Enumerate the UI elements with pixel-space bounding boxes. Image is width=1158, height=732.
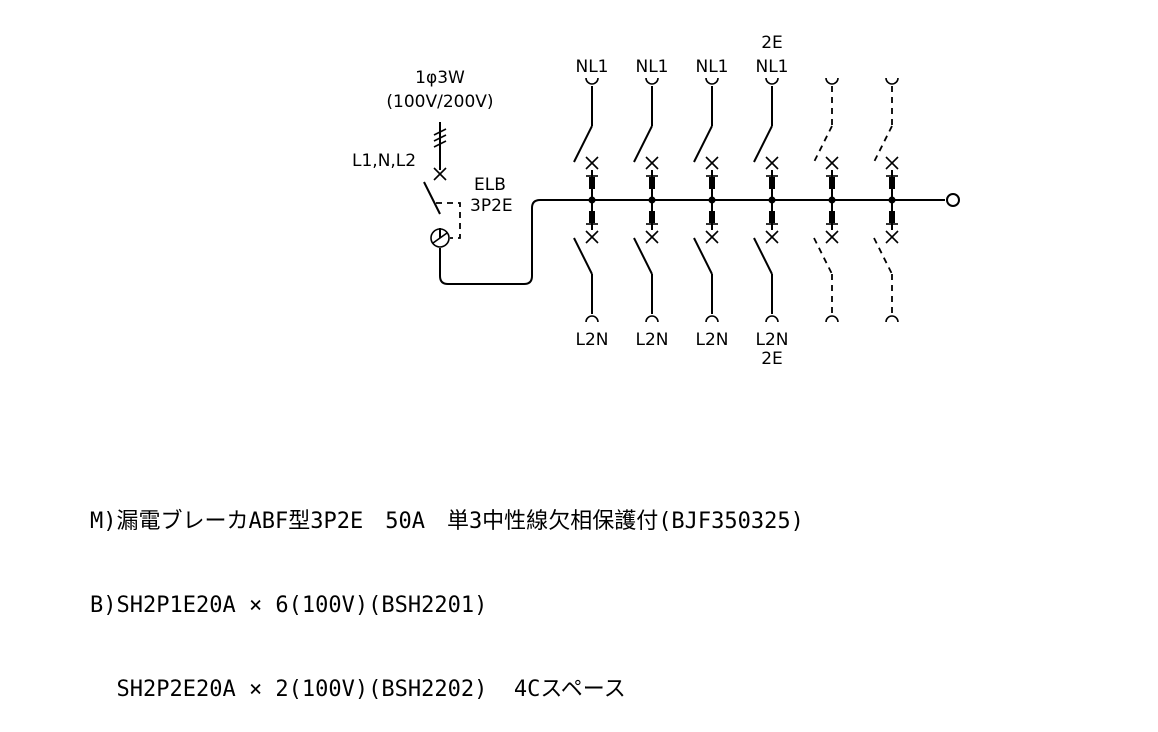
branch-breaker-5 bbox=[813, 77, 839, 323]
supply-type-label: 1φ3W bbox=[415, 68, 465, 88]
bottom-terminal-icon bbox=[705, 315, 719, 323]
note-branch-breakers-2p: SH2P2E20A × 2(100V)(BSH2202) 4Cスペース bbox=[90, 677, 626, 702]
bus-node bbox=[588, 196, 596, 204]
note-main-breaker: M)漏電ブレーカABF型3P2E 50A 単3中性線欠相保護付(BJF35032… bbox=[90, 509, 804, 534]
branch-bottom-label: L2N bbox=[755, 330, 788, 350]
top-terminal-icon bbox=[585, 77, 599, 85]
main-breaker-label: ELB bbox=[474, 175, 506, 195]
branch-bottom-label: L2N bbox=[635, 330, 668, 350]
top-terminal-icon bbox=[705, 77, 719, 85]
top-terminal-icon bbox=[825, 77, 839, 85]
branch-top-label: NL1 bbox=[695, 57, 728, 77]
bottom-terminal-icon bbox=[885, 315, 899, 323]
feeder-to-busbar bbox=[439, 199, 945, 285]
branch-breaker-6 bbox=[873, 77, 899, 323]
top-terminal-icon bbox=[885, 77, 899, 85]
supply-terminals-label: L1,N,L2 bbox=[352, 151, 416, 171]
bus-node bbox=[708, 196, 716, 204]
specification-notes: M)漏電ブレーカABF型3P2E 50A 単3中性線欠相保護付(BJF35032… bbox=[90, 452, 804, 732]
main-elb-symbol bbox=[423, 181, 461, 248]
branch-top-label: NL1 bbox=[755, 57, 788, 77]
branch-bottom-ground-label: 2E bbox=[761, 349, 783, 369]
incoming-feeder bbox=[433, 122, 447, 181]
branch-bottom-label: L2N bbox=[575, 330, 608, 350]
main-breaker-rating-label: 3P2E bbox=[470, 196, 513, 216]
bottom-terminal-icon bbox=[585, 315, 599, 323]
bus-node bbox=[888, 196, 896, 204]
bus-node bbox=[648, 196, 656, 204]
bottom-terminal-icon bbox=[645, 315, 659, 323]
note-branch-breakers-1p: B)SH2P1E20A × 6(100V)(BSH2201) bbox=[90, 593, 488, 618]
bus-node bbox=[828, 196, 836, 204]
branch-top-ground-label: 2E bbox=[761, 33, 783, 53]
single-line-diagram: 1φ3W (100V/200V) L1,N,L2 ELB 3P2E NL1L2N… bbox=[352, 33, 960, 369]
bottom-terminal-icon bbox=[825, 315, 839, 323]
branch-top-label: NL1 bbox=[635, 57, 668, 77]
branch-top-label: NL1 bbox=[575, 57, 608, 77]
branch-bottom-label: L2N bbox=[695, 330, 728, 350]
busbar-terminal bbox=[946, 193, 960, 207]
top-terminal-icon bbox=[765, 77, 779, 85]
top-terminal-icon bbox=[645, 77, 659, 85]
supply-voltage-label: (100V/200V) bbox=[386, 92, 493, 112]
bus-node bbox=[768, 196, 776, 204]
bottom-terminal-icon bbox=[765, 315, 779, 323]
